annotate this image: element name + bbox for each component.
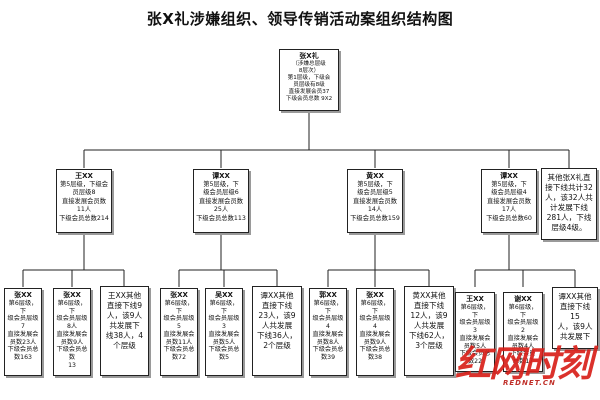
- level3-name: 张XX: [14, 291, 32, 299]
- other-downlines-note: 其他张X礼直 接下线共计32 人，该32人共 计发展下线 281人，下线 层级4…: [541, 168, 597, 240]
- level2-details: 第5层级，下 级会员层级5 直接发展会员数 14人 下级会员总数159: [350, 180, 400, 222]
- level3-node-2: 张XX 第6层级，下 级会员层级 8人 直接发展会 员数9人 下级会员总数 13: [53, 288, 91, 376]
- level2-node-4: 谭XX 第5层级，下 级会员层级4 直接发展会员数 17人 下级会员总数60: [481, 169, 537, 233]
- level3-details: 第6层级，下 级会员层级5 直接发展会 员数11人 下级会员总 数72: [163, 299, 195, 361]
- chart-title: 张X礼涉嫌组织、领导传销活动案组织结构图: [146, 10, 454, 28]
- level3-name: 吴XX: [215, 291, 233, 299]
- level3-name: 王XX: [466, 295, 484, 303]
- logo-subtext: REDNET.CN: [503, 379, 556, 387]
- level3-node-10: 王XX 第6层级，下 级会员层级3 直接发展会 员数5人 下级会员总 数22: [455, 292, 495, 372]
- level3-name: 张XX: [366, 291, 384, 299]
- rednet-logo: 红网时刻 REDNET.CN: [455, 335, 595, 395]
- level3-details: 第6层级，下 级会员层级4 直接发展会 员数9人 下级会员总 数38: [359, 299, 391, 361]
- root-details: （涉嫌总层级 8层次） 第1层级，下级会 员层级有8级 直接发展会员37 下级会…: [285, 60, 333, 102]
- level3-note-1: 王XX其他 直接下线9 人，该9人 共发展下 线38人，4 个层级: [100, 286, 149, 376]
- level2-name: 王XX: [75, 172, 93, 180]
- level3-node-11: 谢XX 第6层级，下 级会员层级2 直接发展会 员数4人 下级会员 总数17: [503, 292, 543, 372]
- level3-name: 郭XX: [319, 291, 337, 299]
- logo-text: 红网时刻: [455, 343, 593, 385]
- level3-node-5: 吴XX 第6层级，下 级会员层级3 直接发展会 员数5人 下级会员总 数5: [205, 288, 243, 376]
- level2-node-1: 王XX 第5层级，下级会 员层级8 直接发展会员数 11人 下级会员总数214: [56, 169, 112, 233]
- level3-node-7: 郭XX 第6层级，下 级会员层级4 直接发展会 员数8人 下级会员总 数39: [309, 288, 347, 376]
- root-name: 张X礼: [299, 52, 319, 60]
- level2-name: 谭XX: [500, 172, 518, 180]
- level3-details: 第6层级，下 级会员层级7 直接发展会 员数23人 下级会员总 数163: [7, 299, 39, 361]
- level3-name: 张XX: [63, 291, 81, 299]
- level3-name: 张XX: [170, 291, 188, 299]
- level3-details: 第6层级，下 级会员层级3 直接发展会 员数5人 下级会员总 数5: [208, 299, 240, 361]
- level2-details: 第5层级，下 级会员层级6 直接发展会员数 25人 下级会员总数113: [196, 180, 246, 222]
- level3-details: 第6层级，下 级会员层级 8人 直接发展会 员数9人 下级会员总数 13: [56, 299, 88, 369]
- level2-node-2: 谭XX 第5层级，下 级会员层级6 直接发展会员数 25人 下级会员总数113: [193, 169, 249, 233]
- level2-details: 第5层级，下级会 员层级8 直接发展会员数 11人 下级会员总数214: [59, 180, 109, 222]
- level3-name: 谢XX: [514, 295, 532, 303]
- level3-node-1: 张XX 第6层级，下 级会员层级7 直接发展会 员数23人 下级会员总 数163: [4, 288, 42, 376]
- level2-name: 黄XX: [366, 172, 384, 180]
- level3-node-4: 张XX 第6层级，下 级会员层级5 直接发展会 员数11人 下级会员总 数72: [160, 288, 198, 376]
- level3-note-4: 谭XX其他 直接下线15 人，该9人 共发展下: [552, 287, 598, 349]
- level2-node-3: 黄XX 第5层级，下 级会员层级5 直接发展会员数 14人 下级会员总数159: [347, 169, 403, 233]
- level2-name: 谭XX: [212, 172, 230, 180]
- level3-details: 第6层级，下 级会员层级3 直接发展会 员数5人 下级会员总 数22: [459, 303, 491, 365]
- level3-node-8: 张XX 第6层级，下 级会员层级4 直接发展会 员数9人 下级会员总 数38: [356, 288, 394, 376]
- level3-details: 第6层级，下 级会员层级2 直接发展会 员数4人 下级会员 总数17: [507, 303, 539, 365]
- root-node: 张X礼 （涉嫌总层级 8层次） 第1层级，下级会 员层级有8级 直接发展会员37…: [279, 49, 339, 111]
- level3-note-2: 谭XX其他 直接下线 23人，该9 人共发展 下线36人， 2个层级: [252, 286, 302, 376]
- level3-details: 第6层级，下 级会员层级4 直接发展会 员数8人 下级会员总 数39: [312, 299, 344, 361]
- level3-note-3: 黄XX其他 直接下线 12人，该9 人共发展 下线62人， 3个层级: [404, 286, 454, 376]
- level2-details: 第5层级，下 级会员层级4 直接发展会员数 17人 下级会员总数60: [486, 180, 532, 222]
